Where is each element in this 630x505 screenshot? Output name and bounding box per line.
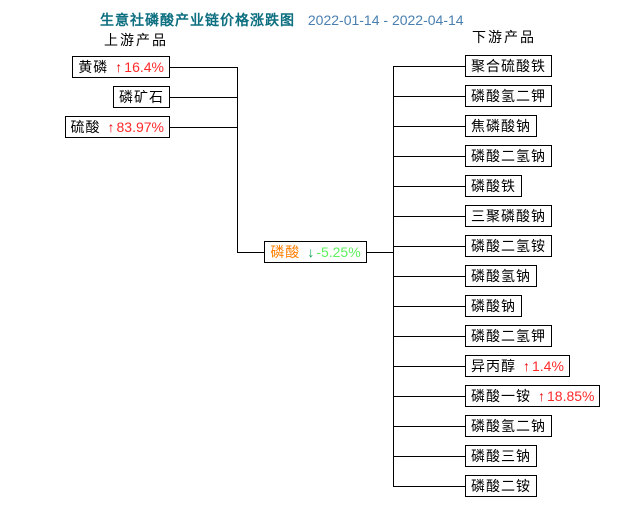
change-percent: 83.97% (116, 119, 164, 135)
downstream-node[interactable]: 磷酸氢二钠 (465, 415, 552, 437)
connector-line (393, 126, 465, 127)
node-label: 磷酸铁 (471, 178, 516, 194)
connector-line (393, 216, 465, 217)
upstream-trunk-line (237, 67, 238, 253)
connector-line (393, 156, 465, 157)
center-node-linsuan[interactable]: 磷酸 ↓ -5.25% (264, 241, 367, 263)
up-arrow-icon: ↑ (538, 388, 545, 404)
node-label: 磷酸 (270, 244, 301, 260)
node-label: 三聚磷酸钠 (471, 208, 546, 224)
connector-line (170, 67, 237, 68)
downstream-node[interactable]: 磷酸二氢铵 (465, 235, 552, 257)
connector-line (393, 246, 465, 247)
node-label: 磷酸二氢钠 (471, 148, 546, 164)
connector-line (170, 127, 237, 128)
downstream-node[interactable]: 三聚磷酸钠 (465, 205, 552, 227)
downstream-node[interactable]: 磷酸氢钠 (465, 265, 537, 287)
up-arrow-icon: ↑ (523, 358, 530, 374)
upstream-node-linkuangshi[interactable]: 磷矿石 (113, 86, 170, 108)
node-label: 磷酸一铵 (471, 388, 531, 404)
connector-line (393, 306, 465, 307)
node-label: 黄磷 (78, 59, 109, 75)
node-label: 磷酸三钠 (471, 448, 531, 464)
upstream-node-huanglin[interactable]: 黄磷 ↑ 16.4% (72, 56, 170, 78)
downstream-node[interactable]: 异丙醇 ↑1.4% (465, 355, 570, 377)
downstream-node[interactable]: 磷酸一铵 ↑18.85% (465, 385, 601, 407)
connector-line (393, 426, 465, 427)
down-arrow-icon: ↓ (307, 244, 315, 260)
downstream-header: 下游产品 (472, 29, 536, 45)
upstream-header: 上游产品 (104, 32, 168, 48)
change-percent: 16.4% (124, 59, 164, 75)
up-arrow-icon: ↑ (107, 119, 115, 135)
connector-line (393, 366, 465, 367)
node-label: 磷酸二氢钾 (471, 328, 546, 344)
change-percent: 1.4% (532, 358, 564, 374)
connector-line (393, 66, 465, 67)
downstream-node[interactable]: 磷酸钠 (465, 295, 522, 317)
connector-line (393, 186, 465, 187)
connector-line (393, 336, 465, 337)
downstream-node[interactable]: 磷酸氢二钾 (465, 85, 552, 107)
connector-line (393, 276, 465, 277)
title-text: 生意社磷酸产业链价格涨跌图 (100, 12, 295, 28)
downstream-node[interactable]: 磷酸二氢钠 (465, 145, 552, 167)
node-label: 磷酸氢二钾 (471, 88, 546, 104)
node-label: 磷酸二氢铵 (471, 238, 546, 254)
node-label: 磷酸氢钠 (471, 268, 531, 284)
connector-line (393, 396, 465, 397)
node-label: 硫酸 (70, 119, 101, 135)
node-label: 磷酸二铵 (471, 478, 531, 494)
change-percent: 18.85% (547, 388, 595, 404)
node-label: 磷酸氢二钠 (471, 418, 546, 434)
node-label: 焦磷酸钠 (471, 118, 531, 134)
connector-line (393, 486, 465, 487)
connector-line (393, 96, 465, 97)
downstream-node[interactable]: 磷酸二氢钾 (465, 325, 552, 347)
node-label: 磷矿石 (119, 89, 164, 105)
title-date-range: 2022-01-14 - 2022-04-14 (307, 12, 464, 28)
downstream-node[interactable]: 磷酸二铵 (465, 475, 537, 497)
connector-line (170, 97, 237, 98)
downstream-node[interactable]: 磷酸三钠 (465, 445, 537, 467)
connector-line (237, 252, 264, 253)
node-label: 异丙醇 (471, 358, 516, 374)
connector-line (393, 456, 465, 457)
downstream-node[interactable]: 磷酸铁 (465, 175, 522, 197)
up-arrow-icon: ↑ (115, 59, 123, 75)
upstream-node-liusuan[interactable]: 硫酸 ↑ 83.97% (64, 116, 170, 138)
downstream-node[interactable]: 聚合硫酸铁 (465, 55, 552, 77)
node-label: 聚合硫酸铁 (471, 58, 546, 74)
downstream-node[interactable]: 焦磷酸钠 (465, 115, 537, 137)
connector-line (367, 252, 393, 253)
node-label: 磷酸钠 (471, 298, 516, 314)
page-title: 生意社磷酸产业链价格涨跌图 2022-01-14 - 2022-04-14 (100, 10, 464, 30)
change-percent: -5.25% (316, 244, 361, 260)
